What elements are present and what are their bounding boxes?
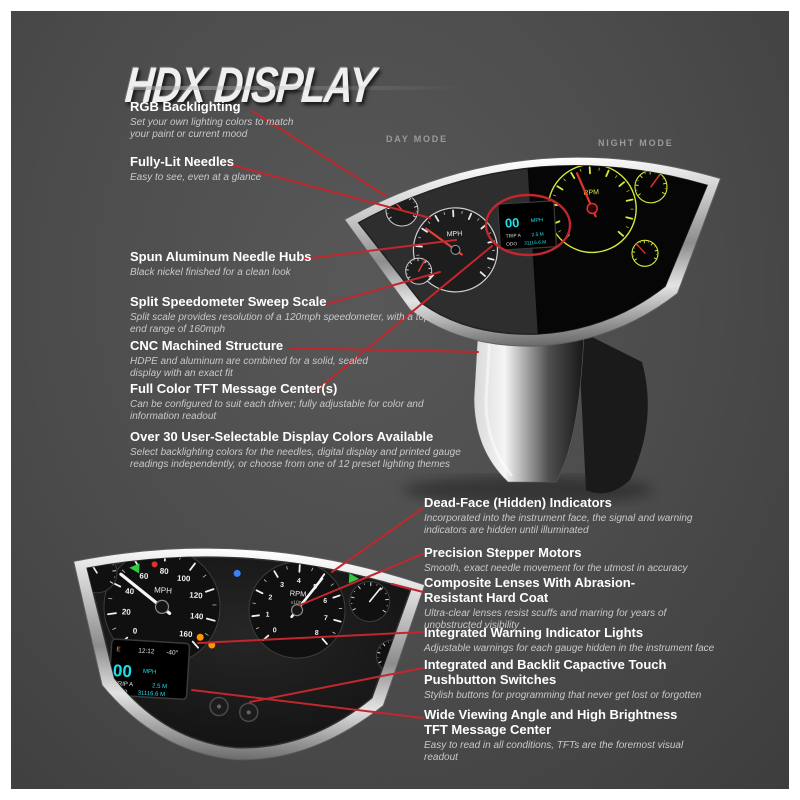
feature-heading: Dead-Face (Hidden) Indicators (424, 495, 612, 510)
feature-desc: Adjustable warnings for each gauge hidde… (424, 642, 715, 654)
day-mode-label: DAY MODE (386, 134, 448, 144)
feature-heading: Fully-Lit Needles (130, 154, 235, 169)
feature-heading: Full Color TFT Message Center(s) (130, 381, 338, 396)
feature-heading: Composite Lenses With Abrasion-Resistant… (424, 575, 636, 605)
feature-needle-hubs: Spun Aluminum Needle Hubs Black nickel f… (130, 249, 370, 279)
feature-desc: Smooth, exact needle movement for the ut… (424, 562, 688, 574)
feature-heading: Spun Aluminum Needle Hubs (130, 249, 312, 264)
feature-desc: Split scale provides resolution of a 120… (130, 311, 430, 336)
feature-heading: Integrated and Backlit Capactive Touch P… (424, 657, 667, 687)
feature-wide-viewing-tft: Wide Viewing Angle and High Brightness T… (424, 707, 689, 765)
feature-desc: Can be configured to suit each driver; f… (130, 398, 424, 423)
feature-heading: Over 30 User-Selectable Display Colors A… (130, 429, 434, 444)
feature-desc: Incorporated into the instrument face, t… (424, 512, 693, 537)
feature-heading: Split Speedometer Sweep Scale (130, 294, 327, 309)
feature-composite-lenses: Composite Lenses With Abrasion-Resistant… (424, 575, 714, 633)
feature-desc: Easy to read in all conditions, TFTs are… (424, 739, 684, 764)
feature-split-speedometer: Split Speedometer Sweep Scale Split scal… (130, 294, 445, 337)
feature-fully-lit-needles: Fully-Lit Needles Easy to see, even at a… (130, 154, 340, 184)
feature-tft-message-center: Full Color TFT Message Center(s) Can be … (130, 381, 445, 424)
feature-heading: Wide Viewing Angle and High Brightness T… (424, 707, 678, 737)
feature-display-colors: Over 30 User-Selectable Display Colors A… (130, 429, 490, 472)
feature-desc: Easy to see, even at a glance (130, 171, 262, 183)
feature-cnc-structure: CNC Machined Structure HDPE and aluminum… (130, 338, 385, 381)
feature-touch-buttons: Integrated and Backlit Capactive Touch P… (424, 657, 734, 702)
feature-heading: Precision Stepper Motors (424, 545, 582, 560)
feature-warning-lights: Integrated Warning Indicator Lights Adju… (424, 625, 744, 655)
feature-heading: RGB Backlighting (130, 99, 241, 114)
feature-deadface-indicators: Dead-Face (Hidden) Indicators Incorporat… (424, 495, 714, 538)
feature-desc: Select backlighting colors for the needl… (130, 446, 461, 471)
feature-desc: Stylish buttons for programming that nev… (424, 689, 702, 701)
feature-rgb-backlighting: RGB Backlighting Set your own lighting c… (130, 99, 305, 142)
night-mode-label: NIGHT MODE (598, 138, 674, 148)
feature-desc: Set your own lighting colors to match yo… (130, 116, 294, 141)
feature-heading: Integrated Warning Indicator Lights (424, 625, 644, 640)
feature-desc: Ultra-clear lenses resist scuffs and mar… (424, 607, 667, 632)
feature-desc: HDPE and aluminum are combined for a sol… (130, 355, 368, 380)
feature-desc: Black nickel finished for a clean look (130, 266, 291, 278)
feature-heading: CNC Machined Structure (130, 338, 284, 353)
feature-stepper-motors: Precision Stepper Motors Smooth, exact n… (424, 545, 724, 575)
title-underline (130, 86, 464, 90)
